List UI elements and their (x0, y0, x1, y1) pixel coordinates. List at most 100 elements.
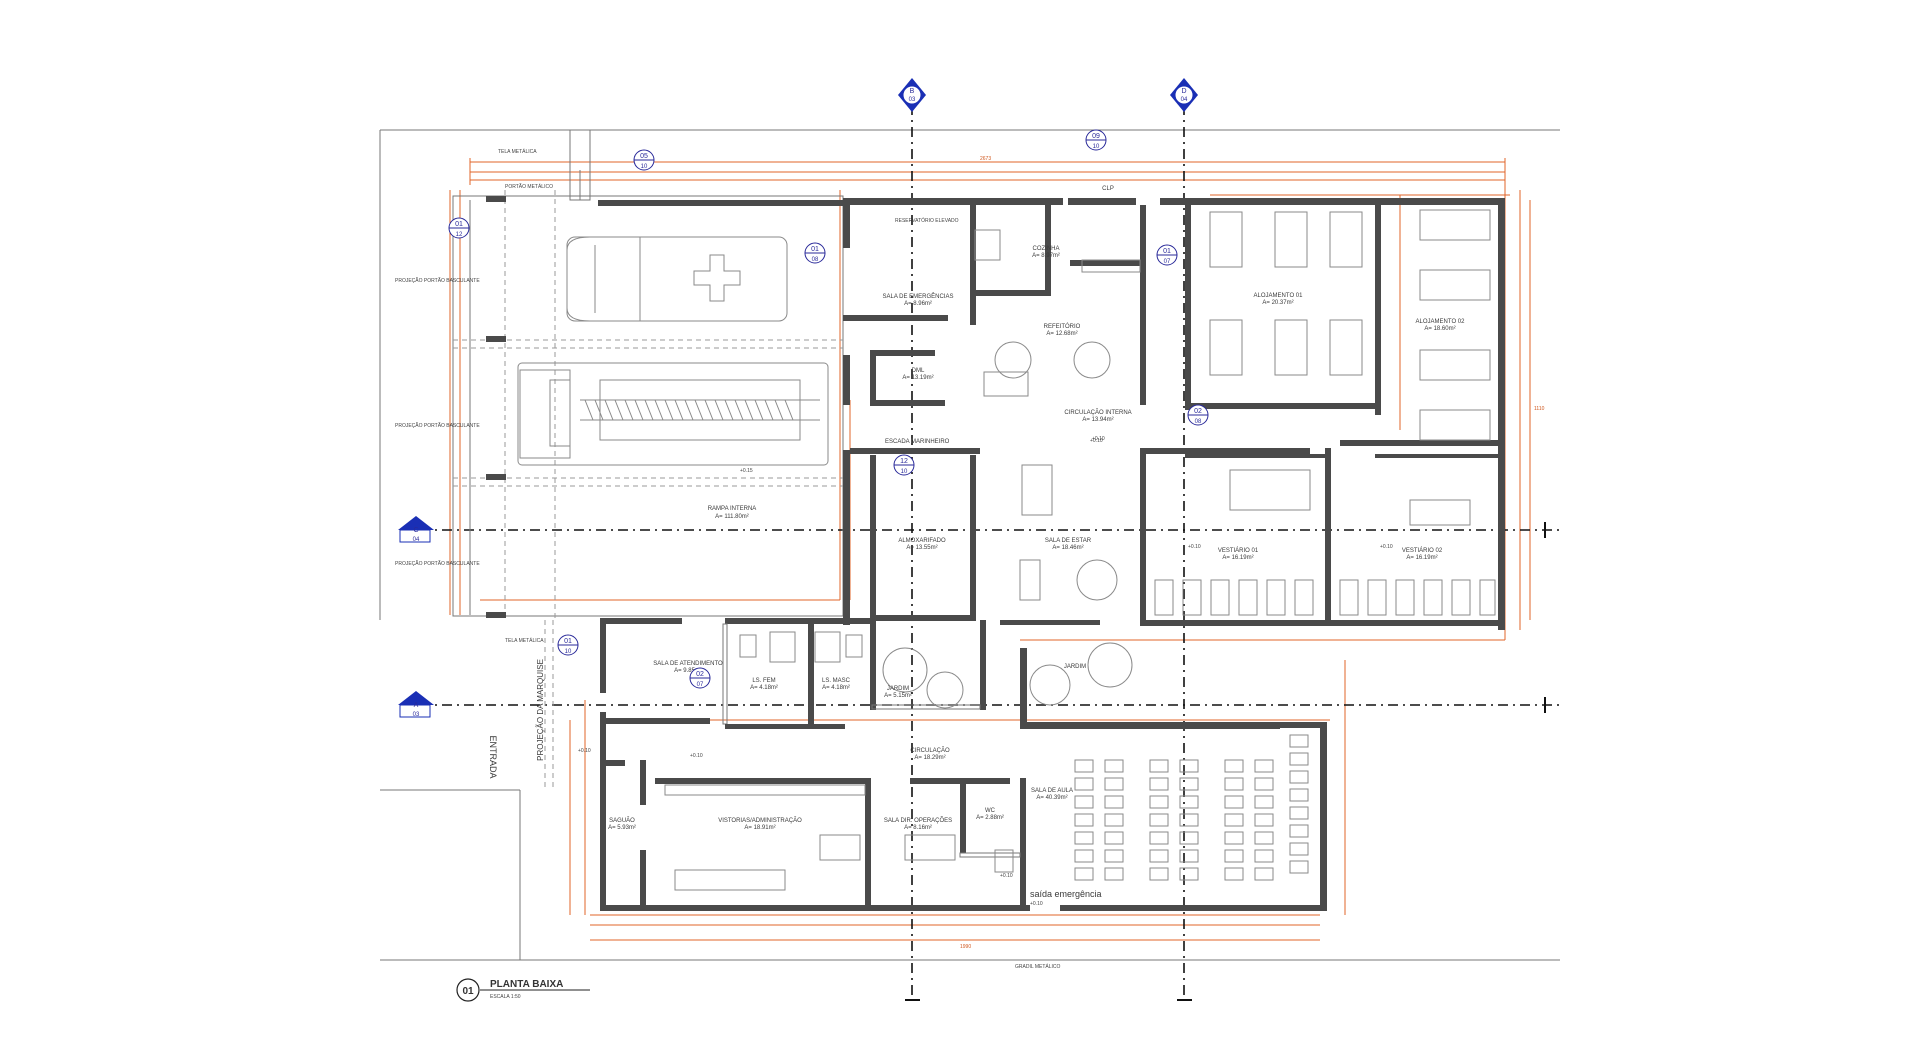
dim-top-total: 2673 (980, 156, 991, 162)
svg-text:07: 07 (697, 682, 704, 688)
room-circulacao-interna-area: A= 13.94m² (1082, 417, 1113, 423)
plan-number: 01 (462, 986, 474, 997)
svg-text:02: 02 (1194, 408, 1202, 415)
section-marker-a: A 03 (398, 691, 434, 718)
room-sala-aula-area: A= 40.39m² (1036, 795, 1067, 801)
plan-title: PLANTA BAIXA (490, 979, 563, 990)
room-alojamento1-area: A= 20.37m² (1262, 300, 1293, 306)
svg-text:+0.10: +0.10 (1030, 901, 1043, 907)
room-wc-name: WC (985, 808, 996, 814)
svg-text:01: 01 (1163, 248, 1171, 255)
room-sala-emergencias-name: SALA DE EMERGÊNCIAS (882, 292, 953, 300)
svg-text:12: 12 (900, 458, 908, 465)
tag-01-07: 01 07 (1156, 244, 1178, 266)
entrada-label: ENTRADA (488, 735, 498, 778)
room-ls-masc-area: A= 4.18m² (822, 685, 850, 691)
gradil-label: GRADIL METÁLICO (1015, 963, 1060, 970)
dim-right-total: 1110 (1534, 406, 1545, 412)
room-dml-area: A= 13.19m² (902, 375, 933, 381)
room-rampa-area: A= 111.80m² (715, 514, 749, 520)
room-wc-area: A= 2.88m² (976, 815, 1004, 821)
tag-02-07: 02 07 (689, 667, 711, 689)
tela-bottom-label: TELA METÁLICA (505, 637, 544, 644)
tela-top-label: TELA METÁLICA (498, 148, 537, 155)
tag-02-08: 02 08 (1187, 404, 1209, 426)
room-sala-estar-name: SALA DE ESTAR (1045, 538, 1092, 544)
room-vestiario1-area: A= 16.19m² (1222, 555, 1253, 561)
section-axes (420, 105, 1560, 1001)
room-jardim2-name: JARDIM (1064, 664, 1086, 670)
room-circulacao-interna-name: CIRCULAÇÃO INTERNA (1064, 409, 1131, 416)
dim-bottom-total: 1990 (960, 944, 971, 950)
room-jardim1-name: JARDIM (887, 686, 909, 692)
room-sala-dir-name: SALA DIR. OPERAÇÕES (884, 817, 952, 824)
svg-text:01: 01 (811, 246, 819, 253)
svg-text:+0.10: +0.10 (578, 748, 591, 754)
garage-area (452, 129, 844, 620)
tag-01-10: 01 10 (557, 634, 579, 656)
svg-text:09: 09 (1092, 133, 1100, 140)
saida-emergencia-label: saída emergência (1030, 889, 1102, 899)
svg-text:01: 01 (564, 638, 572, 645)
svg-text:+0.10: +0.10 (1188, 544, 1201, 550)
reservatorio-label: RESERVATÓRIO ELEVADO (895, 217, 959, 224)
svg-text:02: 02 (696, 671, 704, 678)
room-saguao-name: SAGUÃO (609, 817, 635, 824)
room-circulacao-name: CIRCULAÇÃO (910, 747, 950, 754)
svg-text:07: 07 (1164, 259, 1171, 265)
room-sala-atendimento-area: A= 9.85m² (674, 668, 702, 674)
svg-text:01: 01 (455, 221, 463, 228)
svg-text:B: B (910, 88, 915, 95)
svg-text:10: 10 (565, 649, 572, 655)
room-vestiario2-area: A= 16.19m² (1406, 555, 1437, 561)
title-block: 01 PLANTA BAIXA ESCALA 1:50 (456, 978, 590, 1002)
section-marker-b: B 03 (898, 78, 926, 112)
svg-text:+0.10: +0.10 (1000, 873, 1013, 879)
room-vestiario2-name: VESTIÁRIO 02 (1402, 547, 1443, 554)
room-refeitorio-name: REFEITÓRIO (1044, 323, 1081, 330)
room-sala-aula-name: SALA DE AULA (1031, 788, 1073, 794)
level-markers: +0.15 +0.10 +0.10 +0.10 +0.10 +0.10 +0.1… (578, 436, 1393, 907)
room-vestiario1-name: VESTIÁRIO 01 (1218, 547, 1259, 554)
room-alojamento1-name: ALOJAMENTO 01 (1254, 293, 1304, 299)
room-ls-fem-area: A= 4.18m² (750, 685, 778, 691)
room-almoxarifado-area: A= 13.55m² (906, 545, 937, 551)
plan-scale: ESCALA 1:50 (490, 994, 521, 1000)
section-marker-c: C 04 (398, 516, 434, 543)
room-refeitorio-area: A= 12.68m² (1046, 331, 1077, 337)
svg-text:05: 05 (640, 153, 648, 160)
classroom-chairs (1074, 734, 1309, 881)
svg-text:+0.15: +0.15 (740, 468, 753, 474)
room-sala-dir-area: A= 8.16m² (904, 825, 932, 831)
svg-text:08: 08 (812, 257, 819, 263)
svg-text:+0.10: +0.10 (1090, 438, 1103, 444)
lower-walls (600, 618, 1327, 911)
projecao-label-3: PROJEÇÃO PORTÃO BASCULANTE (395, 560, 480, 567)
svg-text:03: 03 (909, 97, 916, 103)
svg-text:C: C (413, 527, 418, 534)
svg-text:10: 10 (901, 469, 908, 475)
room-labels: SALA DE EMERGÊNCIAS A= 8.96m² COZINHA A=… (608, 186, 1465, 970)
projecao-label-1: PROJEÇÃO PORTÃO BASCULANTE (395, 277, 480, 284)
svg-text:+0.10: +0.10 (1380, 544, 1393, 550)
room-dml-name: DML (912, 368, 925, 374)
tag-12-10: 12 10 (893, 454, 915, 476)
room-copa-name: COZINHA (1033, 246, 1060, 252)
marquise-label: PROJEÇÃO DA MARQUISE (536, 659, 545, 761)
room-saguao-area: A= 5.93m² (608, 825, 636, 831)
room-ls-masc-name: LS. MASC (822, 678, 851, 684)
room-rampa-name: RAMPA INTERNA (708, 506, 757, 512)
room-vistorias-name: VISTORIAS/ADMINISTRAÇÃO (718, 817, 802, 824)
svg-text:08: 08 (1195, 419, 1202, 425)
tag-01-08: 01 08 (804, 242, 826, 264)
svg-text:04: 04 (1181, 97, 1188, 103)
room-clp-name: CLP (1102, 186, 1114, 192)
room-sala-estar-area: A= 18.46m² (1052, 545, 1083, 551)
svg-text:D: D (1181, 88, 1186, 95)
